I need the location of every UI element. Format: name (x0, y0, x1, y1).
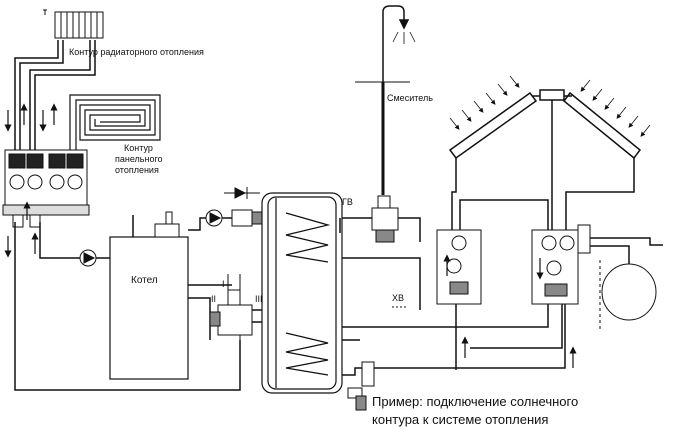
caption-line-1: Пример: подключение солнечного (372, 394, 578, 409)
radiator-circuit-label: Контур радиаторного отопления (69, 47, 204, 57)
sun-rays-left (449, 75, 520, 130)
solar-collector-left (448, 91, 538, 160)
radiator-pipes (14, 40, 96, 152)
radiator-flow-arrows (4, 103, 58, 132)
solar-flow-arrows (443, 254, 577, 368)
collector-pipes (451, 89, 635, 370)
shower-head-icon (382, 5, 416, 82)
solar-collector-right (562, 91, 642, 160)
panel-circuit-label-3: отопления (115, 165, 159, 175)
valve-port-2-label: II (211, 294, 216, 304)
boiler-top-valve (154, 211, 180, 238)
panel-heating-coil-icon (69, 94, 161, 150)
tank-drain-valves (347, 361, 375, 411)
hot-water-label: ГВ (342, 197, 353, 207)
vessel-pipes (590, 237, 663, 264)
mixer-valve (371, 195, 399, 243)
solar-station-2 (531, 224, 591, 305)
caption-line-2: контура к системе отопления (372, 412, 548, 427)
sun-rays-right (580, 79, 651, 137)
check-valve-icon (224, 187, 260, 199)
valve-port-3-label: III (255, 294, 263, 304)
tank-lower-coil (285, 332, 329, 376)
expansion-vessel-icon (599, 252, 657, 330)
supply-pump-icon (205, 209, 223, 227)
cold-water-label: ХВ (392, 293, 404, 303)
heating-manifold (2, 149, 90, 228)
manifold-flow-arrows (4, 201, 39, 258)
boiler-pump-icon (79, 249, 97, 267)
boiler-label: Котел (131, 275, 158, 286)
mixer-label: Смеситель (387, 93, 433, 103)
radiator-icon (43, 9, 104, 39)
valve-port-1-label: I (222, 279, 225, 289)
solar-station-1 (436, 229, 482, 305)
storage-tank (261, 192, 343, 394)
panel-circuit-label-1: Контур (124, 143, 153, 153)
tank-upper-coil (285, 212, 331, 263)
three-way-valve-icon (209, 274, 253, 345)
panel-circuit-label-2: панельного (115, 154, 163, 164)
panel-text: Контур панельного отопления (115, 143, 163, 175)
boiler (109, 236, 189, 380)
